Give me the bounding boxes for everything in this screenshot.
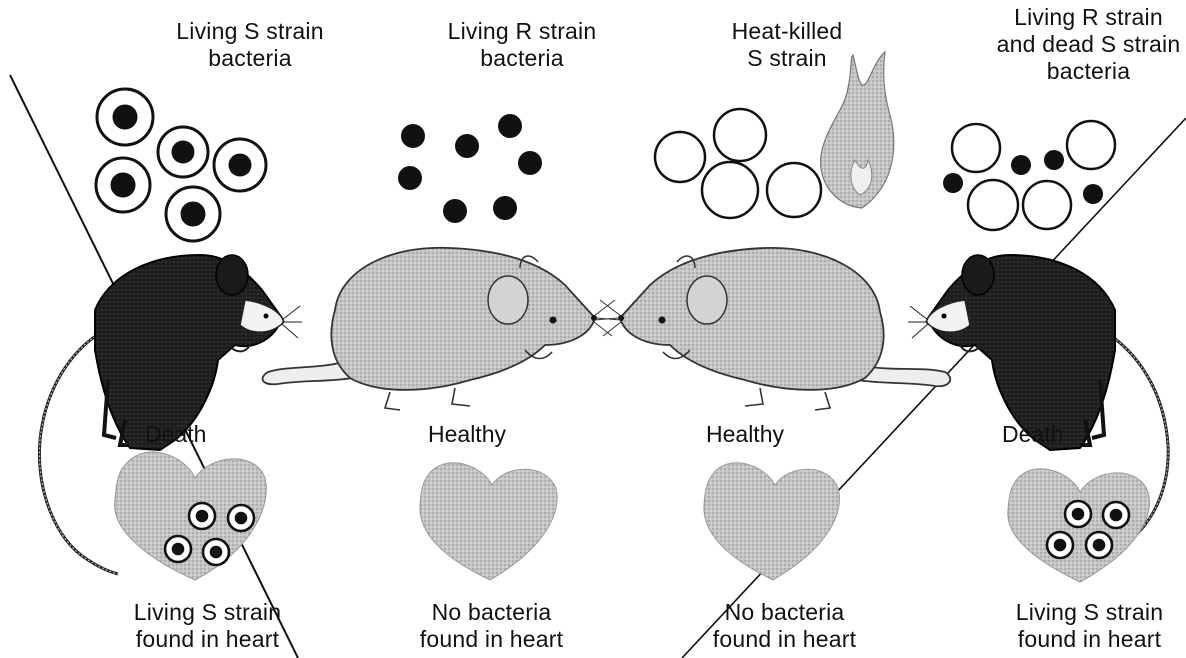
heart-result-label-4-line-2: found in heart bbox=[997, 626, 1182, 653]
heart-result-label-2-line-2: found in heart bbox=[404, 626, 579, 653]
injection-label-3-line-2: S strain bbox=[712, 45, 862, 72]
heart-result-label-3: No bacteria found in heart bbox=[697, 599, 872, 653]
outcome-death-right: Death bbox=[1002, 421, 1063, 448]
s-strain-bacteria-cluster-1 bbox=[96, 89, 266, 241]
injection-label-1: Living S strain bacteria bbox=[160, 18, 340, 72]
heat-killed-s-strain-cluster bbox=[655, 109, 821, 218]
outcome-healthy-center-left: Healthy bbox=[428, 421, 506, 448]
heart-with-s-strain-right bbox=[1008, 469, 1150, 582]
injection-label-4-line-3: bacteria bbox=[996, 58, 1181, 85]
heart-result-label-1: Living S strain found in heart bbox=[115, 599, 300, 653]
heart-result-label-4: Living S strain found in heart bbox=[997, 599, 1182, 653]
injection-label-4-line-1: Living R strain bbox=[996, 4, 1181, 31]
mixed-bacteria-cluster bbox=[943, 121, 1115, 230]
injection-label-4-line-2: and dead S strain bbox=[996, 31, 1181, 58]
injection-label-2-line-1: Living R strain bbox=[432, 18, 612, 45]
heart-result-label-4-line-1: Living S strain bbox=[997, 599, 1182, 626]
injection-label-1-line-2: bacteria bbox=[160, 45, 340, 72]
outcome-healthy-center-right: Healthy bbox=[706, 421, 784, 448]
injection-label-3: Heat-killed S strain bbox=[712, 18, 862, 72]
injection-label-2: Living R strain bacteria bbox=[432, 18, 612, 72]
healthy-mouse-center-right bbox=[597, 248, 950, 410]
heart-result-label-3-line-1: No bacteria bbox=[697, 599, 872, 626]
r-strain-bacteria-cluster bbox=[398, 114, 542, 223]
injection-label-4: Living R strain and dead S strain bacter… bbox=[996, 4, 1181, 85]
heart-result-label-3-line-2: found in heart bbox=[697, 626, 872, 653]
healthy-mouse-center-left bbox=[263, 248, 618, 410]
outcome-death-left: Death bbox=[145, 421, 206, 448]
heart-empty-center-right bbox=[704, 463, 840, 580]
injection-label-1-line-1: Living S strain bbox=[160, 18, 340, 45]
injection-label-3-line-1: Heat-killed bbox=[712, 18, 862, 45]
heart-with-s-strain-left bbox=[115, 452, 267, 580]
heart-result-label-1-line-1: Living S strain bbox=[115, 599, 300, 626]
heart-result-label-2-line-1: No bacteria bbox=[404, 599, 579, 626]
heart-empty-center-left bbox=[420, 463, 557, 580]
heart-result-label-2: No bacteria found in heart bbox=[404, 599, 579, 653]
injection-label-2-line-2: bacteria bbox=[432, 45, 612, 72]
heart-result-label-1-line-2: found in heart bbox=[115, 626, 300, 653]
